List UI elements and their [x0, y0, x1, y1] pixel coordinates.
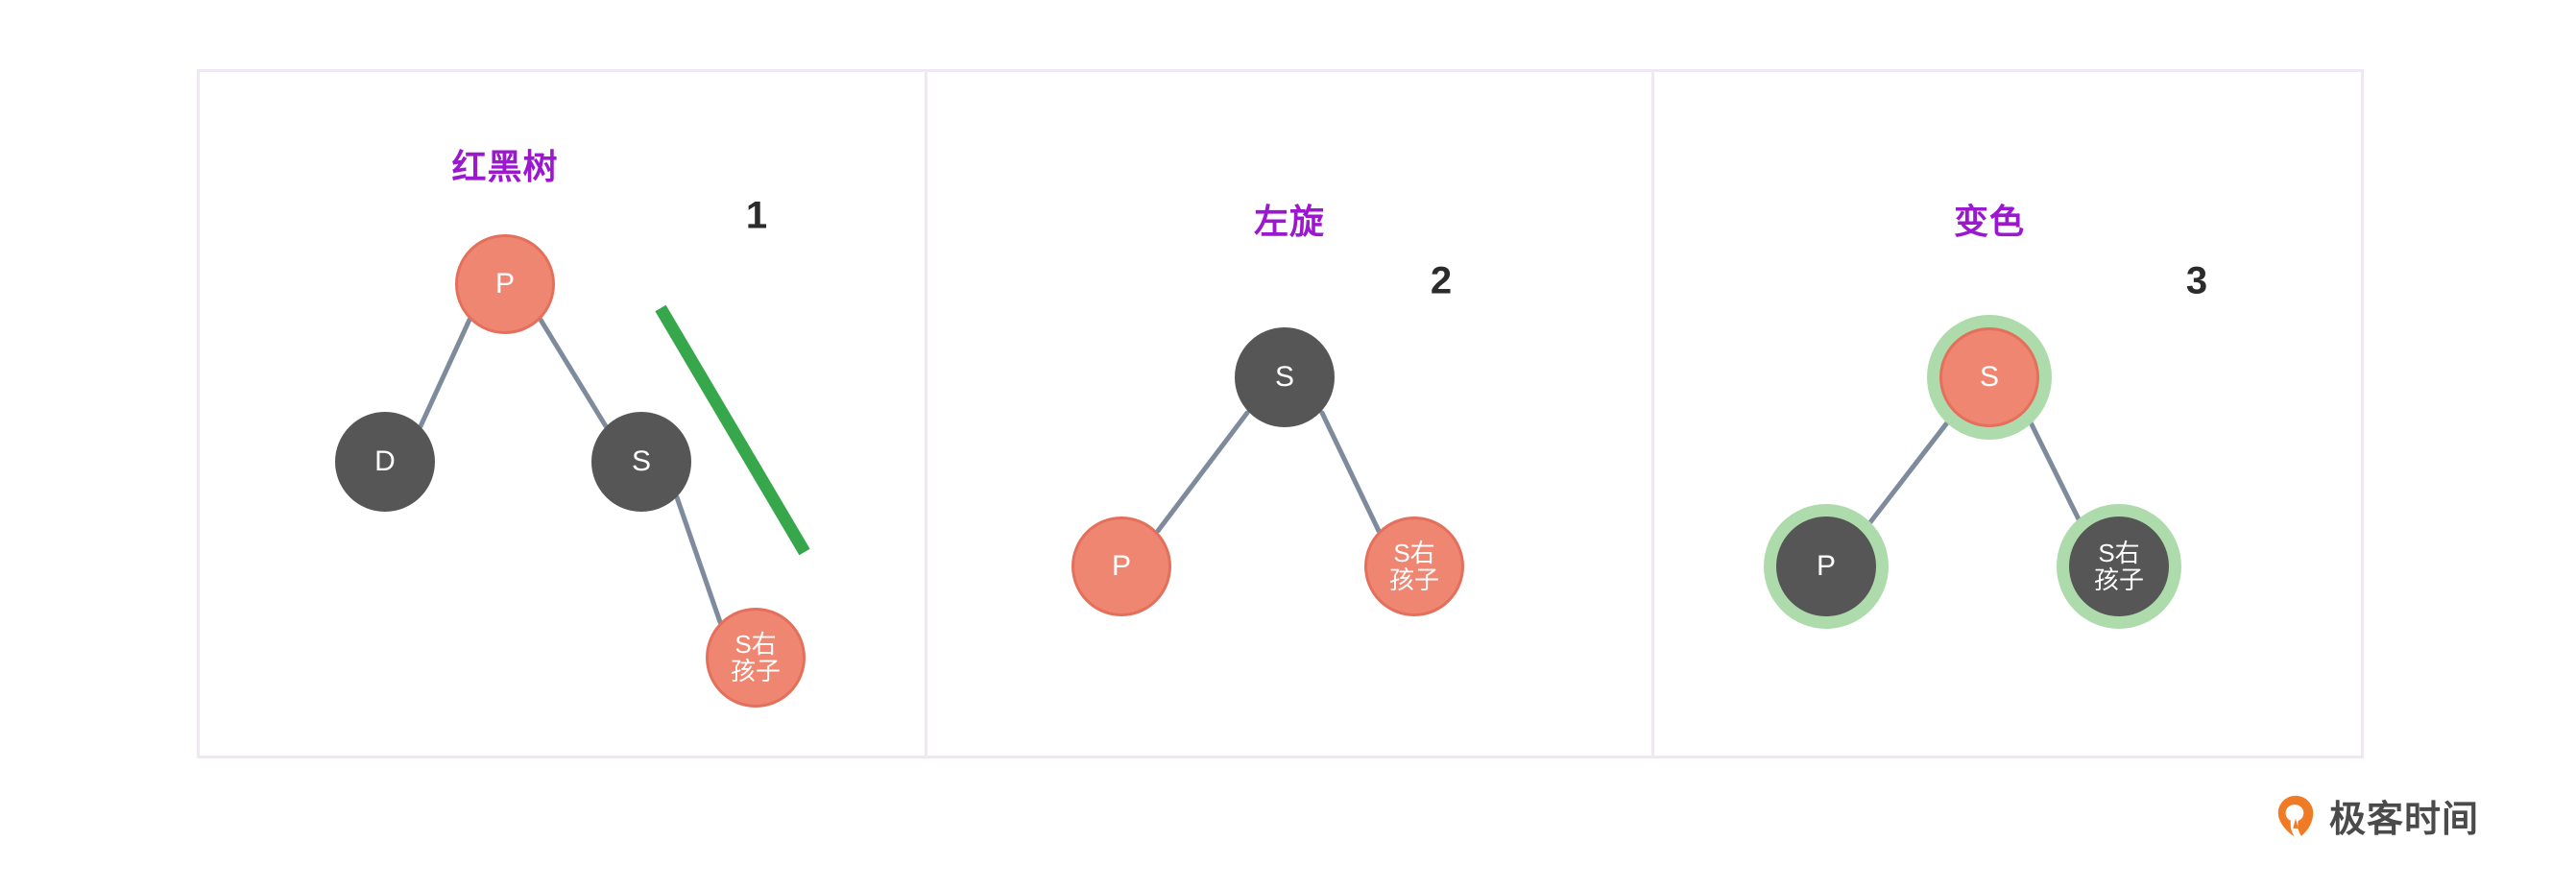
panel-divider-2	[1651, 72, 1654, 756]
edge-layer	[1861, 410, 2087, 534]
panel-title: 变色	[1953, 202, 2026, 241]
node-s: S	[1939, 327, 2039, 427]
node-label: S右 孩子	[1388, 538, 1439, 594]
panel-title: 红黑树	[451, 147, 559, 186]
tree-edge	[1861, 410, 1958, 534]
node-p: P	[455, 234, 555, 334]
node-d: D	[335, 412, 435, 512]
tree-edge	[674, 494, 723, 625]
panel-step-number: 1	[745, 194, 768, 237]
panel-divider-1	[925, 72, 927, 756]
node-label: D	[374, 444, 396, 477]
tree-edge	[1155, 410, 1250, 534]
tree-edge	[418, 317, 472, 429]
edge-layer	[1155, 410, 1382, 534]
tree-edge	[538, 317, 609, 429]
edge-layer	[418, 304, 810, 625]
brand-name: 极客时间	[2329, 800, 2480, 840]
node-s: S	[591, 412, 691, 512]
node-s-right: S右 孩子	[2069, 517, 2169, 616]
tree-edge	[2023, 410, 2087, 534]
node-s-right: S右 孩子	[706, 608, 806, 708]
node-p: P	[1071, 517, 1171, 616]
green-slash-marker	[655, 304, 810, 556]
node-label: S	[1979, 360, 1999, 393]
panel-title: 左旋	[1253, 202, 1326, 241]
node-label: S右 孩子	[2093, 538, 2144, 594]
node-label: S	[1274, 360, 1294, 393]
node-label: P	[494, 267, 515, 300]
panel-step-number: 3	[2185, 259, 2208, 302]
geektime-pin-icon	[2274, 794, 2318, 838]
node-label: S	[631, 444, 651, 477]
node-s: S	[1235, 327, 1335, 427]
node-s-right: S右 孩子	[1364, 517, 1464, 616]
brand-logo: 极客时间	[2274, 789, 2479, 842]
node-label: P	[1816, 549, 1836, 582]
node-p: P	[1776, 517, 1876, 616]
panel-step-number: 2	[1430, 259, 1453, 302]
node-label: P	[1111, 549, 1131, 582]
node-label: S右 孩子	[730, 629, 781, 685]
tree-edge	[1319, 410, 1382, 534]
